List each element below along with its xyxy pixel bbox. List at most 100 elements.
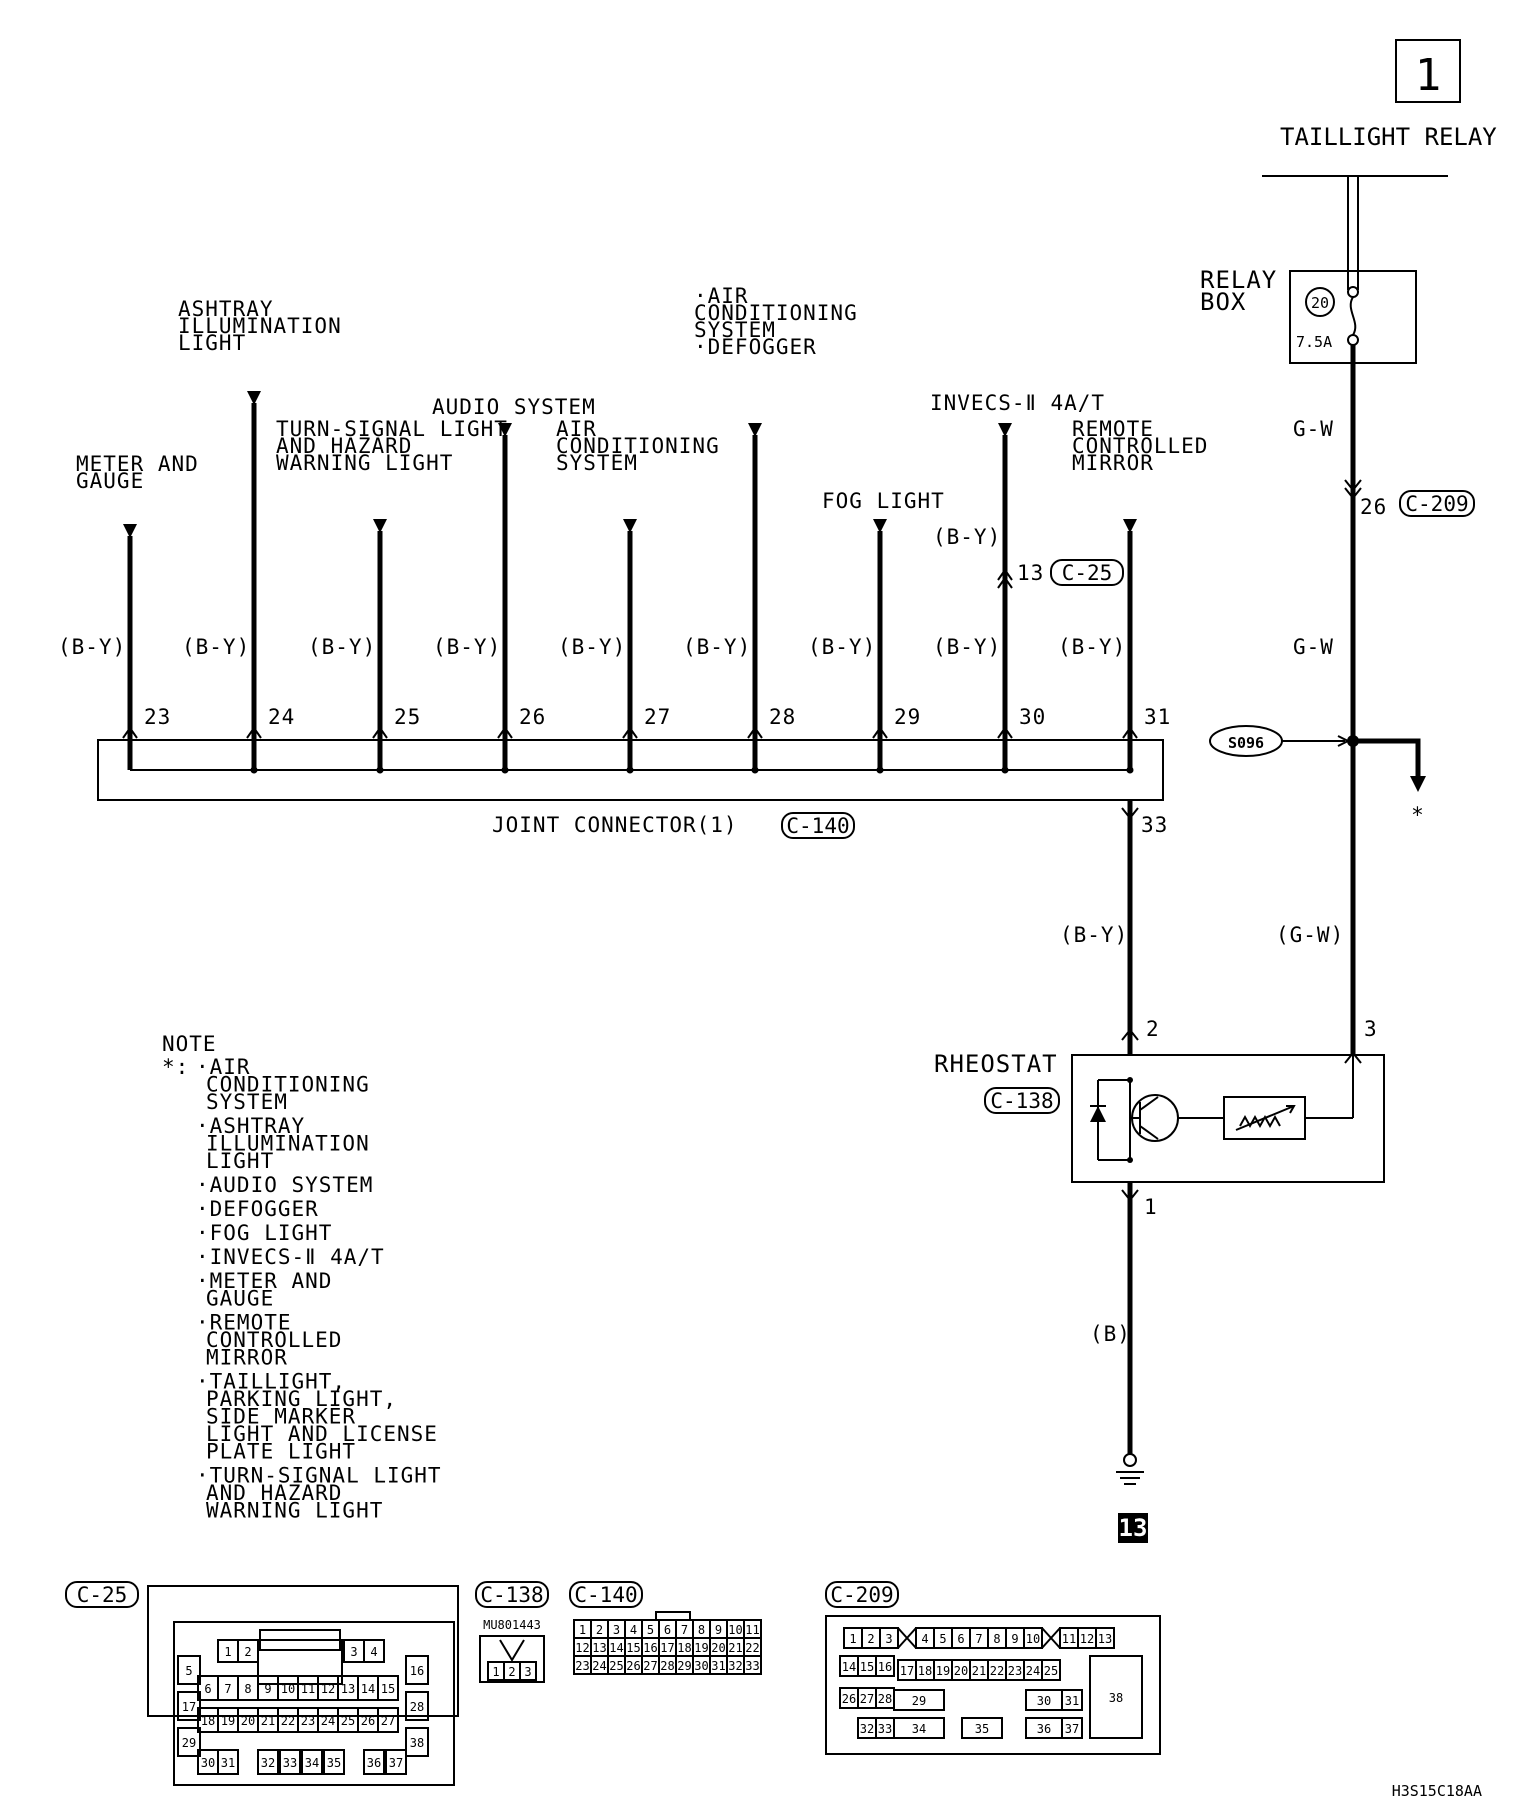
branch-pin: 25 [394, 705, 421, 729]
connector-pin: 38 [1109, 1691, 1123, 1705]
connector-pin: 25 [1044, 1664, 1058, 1678]
connector-pin: 25 [341, 1714, 355, 1728]
connector-pin: 13 [592, 1641, 606, 1655]
branch-destination-label: METER AND [76, 452, 199, 476]
connector-pin: 22 [745, 1641, 759, 1655]
connector-pin: 7 [224, 1682, 231, 1696]
connector-pin: 24 [1026, 1664, 1040, 1678]
connector-pin: 32 [261, 1756, 275, 1770]
connector-pin: 1 [224, 1645, 231, 1659]
connector-pin: 17 [900, 1664, 914, 1678]
branch-destination-label: MIRROR [1072, 451, 1154, 475]
connector-pin: 21 [972, 1664, 986, 1678]
connector-label: C-25 [77, 1583, 128, 1607]
connector-pin: 19 [936, 1664, 950, 1678]
note-item: ·FOG LIGHT [196, 1221, 332, 1245]
branch-pin: 24 [268, 705, 295, 729]
connector-pin: 8 [244, 1682, 251, 1696]
note-star: *: [162, 1055, 189, 1079]
connector-pin: 30 [1037, 1694, 1051, 1708]
fuse-number: 20 [1311, 294, 1329, 312]
rheostat-label: RHEOSTAT [934, 1050, 1058, 1078]
branch-wire-26: 26(B-Y)AUDIO SYSTEM [432, 395, 595, 774]
connector-pin: 35 [327, 1756, 341, 1770]
connector-pin: 2 [867, 1632, 874, 1646]
connector-pin: 20 [954, 1664, 968, 1678]
relay-box: RELAY BOX 20 7.5A [1200, 266, 1417, 364]
note-item: ·INVECS-Ⅱ 4A/T [196, 1245, 385, 1269]
note-item: PARKING LIGHT, [206, 1387, 397, 1411]
connector-pin: 6 [664, 1623, 671, 1637]
connector-pin: 33 [283, 1756, 297, 1770]
page-number-box: 1 [1395, 39, 1461, 103]
connector-pin: 13 [341, 1682, 355, 1696]
branch-destination-label: SYSTEM [556, 451, 638, 475]
connector-pin: 10 [728, 1623, 742, 1637]
connector-pin: 1 [849, 1632, 856, 1646]
connector-pin: 28 [660, 1659, 674, 1673]
branch-destination-label: REMOTE [1072, 417, 1154, 441]
connector-pin: 26 [626, 1659, 640, 1673]
relay-wire-pin: 26 [1360, 495, 1387, 519]
connector-pin: 35 [975, 1722, 989, 1736]
connector-pin: 29 [677, 1659, 691, 1673]
connector-pin: 2 [596, 1623, 603, 1637]
branch-destination-label: AIR [556, 417, 597, 441]
splice-s096: S096 * [1209, 725, 1426, 827]
connector-pin: 9 [1011, 1632, 1018, 1646]
connector-pin: 23 [301, 1714, 315, 1728]
note-item: CONTROLLED [206, 1328, 342, 1352]
rheostat-wire-ground: (B) [1090, 1322, 1131, 1346]
connector-pin: 11 [745, 1623, 759, 1637]
branch-wire-color: (B-Y) [433, 635, 501, 659]
rheostat: (B-Y) (G-W) 2 3 RHEOSTAT C-138 1 (B) [934, 923, 1385, 1455]
rheostat-pin-ground: 1 [1144, 1195, 1158, 1219]
connector-pin: 12 [1080, 1632, 1094, 1646]
connector-pin: 3 [613, 1623, 620, 1637]
ground-number: 13 [1119, 1514, 1148, 1542]
branch-destination-label: TURN-SIGNAL LIGHT [276, 417, 508, 441]
connector-pin: 31 [221, 1756, 235, 1770]
connector-pin: 36 [1037, 1722, 1051, 1736]
branch-wire-color: (B-Y) [1058, 635, 1126, 659]
note-item: ·AUDIO SYSTEM [196, 1173, 373, 1197]
branch-wire-color: (B-Y) [182, 635, 250, 659]
connector-pin: 37 [389, 1756, 403, 1770]
note-item: SYSTEM [206, 1090, 288, 1114]
connector-pin: 23 [1008, 1664, 1022, 1678]
connector-pin: 17 [182, 1700, 196, 1714]
branch-wire-color: (B-Y) [933, 635, 1001, 659]
connector-pin: 29 [182, 1736, 196, 1750]
connector-pin: 23 [575, 1659, 589, 1673]
connector-pin: 18 [918, 1664, 932, 1678]
branch-destination-label: GAUGE [76, 469, 144, 493]
connector-pin: 12 [575, 1641, 589, 1655]
connector-pin: 8 [993, 1632, 1000, 1646]
rheostat-wire-relay: (G-W) [1276, 923, 1344, 947]
branch-pin: 29 [894, 705, 921, 729]
splice-id: S096 [1228, 734, 1264, 752]
branch-pin: 30 [1019, 705, 1046, 729]
connector-pin: 18 [201, 1714, 215, 1728]
branch-destination-label: INVECS-Ⅱ 4A/T [930, 391, 1105, 415]
note-item: CONDITIONING [206, 1073, 370, 1097]
ground: 13 [1116, 1453, 1148, 1543]
connector-pin: 15 [626, 1641, 640, 1655]
document-code: H3S15C18AA [1392, 1782, 1482, 1800]
connector-pin: 19 [694, 1641, 708, 1655]
connector-pin: 36 [367, 1756, 381, 1770]
fuse-rating: 7.5A [1296, 333, 1332, 351]
connector-label: C-209 [830, 1583, 893, 1607]
connector-pin: 31 [1065, 1694, 1079, 1708]
connector-pin: 4 [630, 1623, 637, 1637]
taillight-relay: TAILLIGHT RELAY [1262, 123, 1497, 290]
branch-pin: 28 [769, 705, 796, 729]
connector-pin: 38 [410, 1736, 424, 1750]
